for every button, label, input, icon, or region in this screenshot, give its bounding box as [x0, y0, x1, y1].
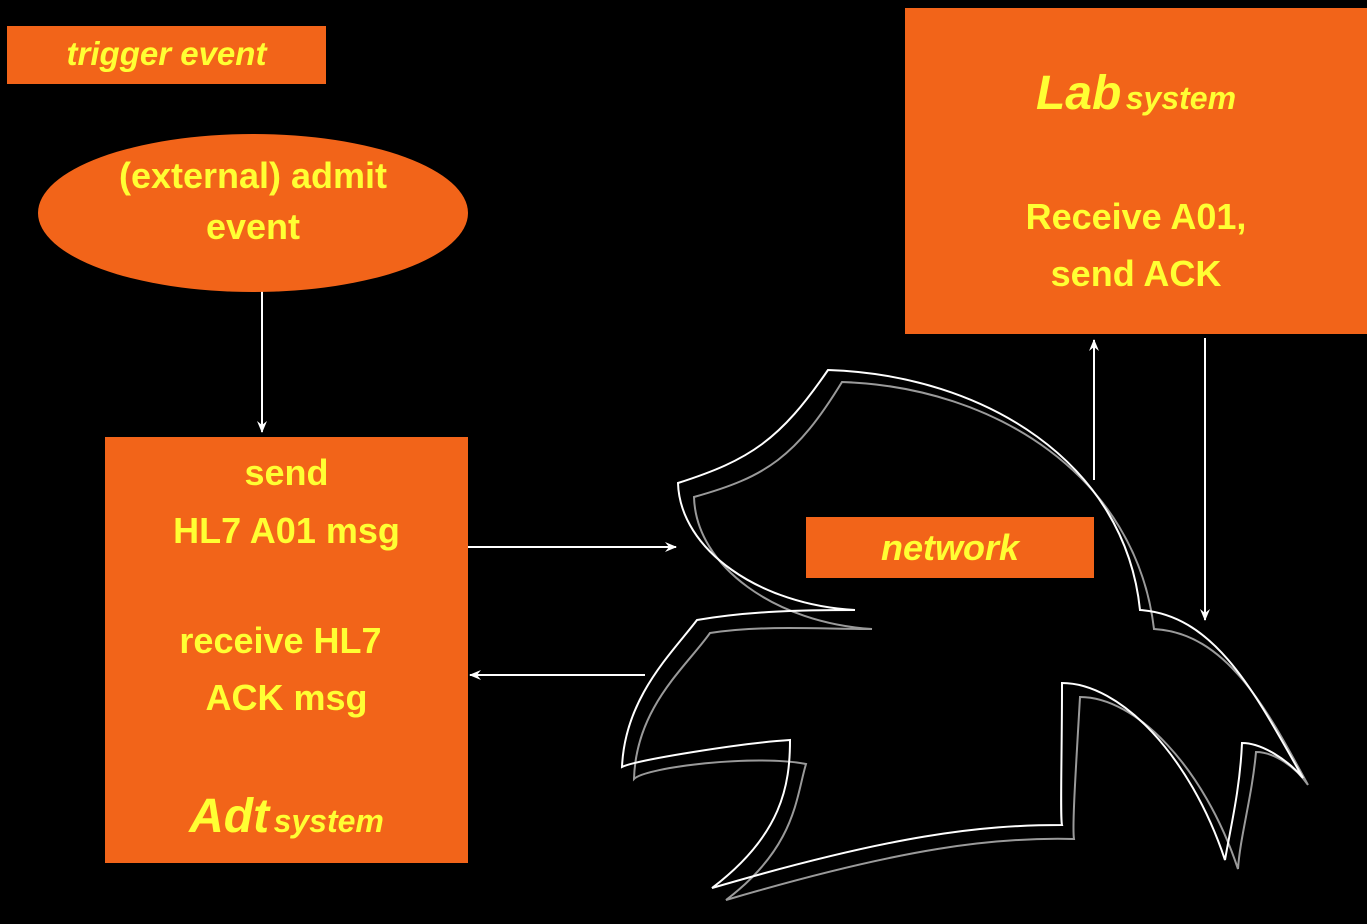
adt-receive-line1: receive HL7	[179, 620, 382, 661]
adt-send-line2: HL7 A01 msg	[173, 510, 400, 551]
adt-system-suffix: system	[273, 803, 384, 839]
lab-system-suffix: system	[1125, 80, 1237, 116]
network-label: network	[806, 517, 1094, 578]
adt-receive-line2: ACK msg	[205, 677, 368, 718]
adt-system-box: send HL7 A01 msg receive HL7 ACK msg Adt…	[105, 437, 468, 863]
admit-event-text-line1: (external) admit	[118, 155, 388, 196]
lab-system-name: Lab	[1035, 67, 1122, 120]
lab-system-title: Lab system	[905, 66, 1367, 121]
trigger-event-label: trigger event	[7, 26, 326, 84]
network-cloud-outline	[620, 368, 1304, 889]
trigger-event-text: trigger event	[66, 35, 267, 72]
lab-system-box: Lab system Receive A01, send ACK	[905, 8, 1367, 334]
lab-action-line1: Receive A01,	[1025, 196, 1247, 237]
adt-system-name: Adt	[189, 790, 270, 843]
adt-send-line1: send	[244, 452, 329, 493]
admit-event-text-line2: event	[205, 206, 301, 247]
network-cloud-shadow	[632, 380, 1309, 901]
adt-system-title: Adt system	[105, 789, 468, 844]
network-label-text: network	[880, 527, 1020, 568]
lab-action-line2: send ACK	[1050, 253, 1222, 294]
admit-event-ellipse	[38, 134, 468, 292]
